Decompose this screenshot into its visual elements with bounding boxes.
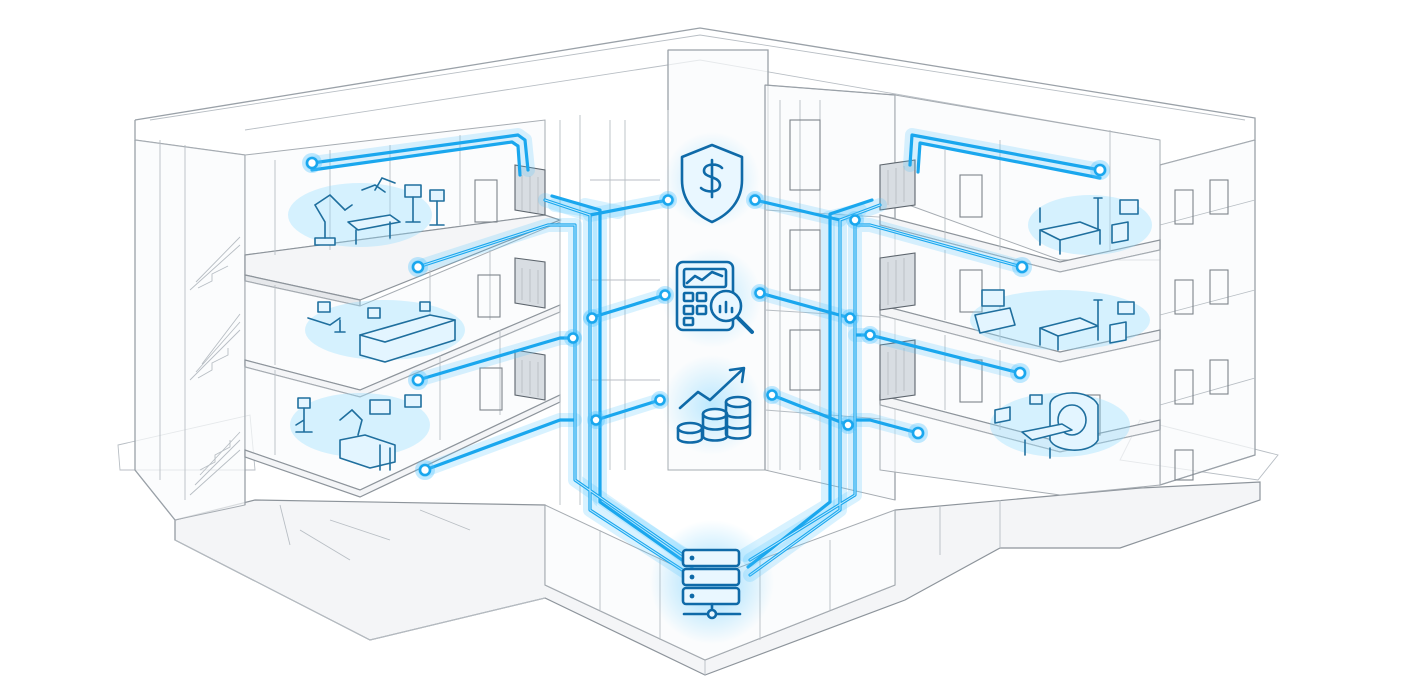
node-right-1 xyxy=(1090,160,1110,180)
right-windows xyxy=(1174,179,1229,481)
node-right-4 xyxy=(908,423,928,443)
hospital-bed-icon xyxy=(1028,195,1152,255)
network-lines xyxy=(305,128,1107,582)
left-floor-slabs xyxy=(244,119,562,561)
calculator-analytics-icon xyxy=(662,248,762,348)
node-left-3 xyxy=(408,370,428,390)
node-center-left-2 xyxy=(564,329,582,347)
node-left-4 xyxy=(415,460,435,480)
node-center-right-2 xyxy=(841,309,859,327)
lab-equipment-icon xyxy=(290,393,430,471)
reception-desk-icon xyxy=(305,300,465,363)
node-center-right-1 xyxy=(846,211,864,229)
shield-dollar-icon xyxy=(664,132,760,228)
server-network-icon xyxy=(650,520,774,644)
hospital-bed-monitor-icon xyxy=(970,289,1150,351)
hvac-units xyxy=(514,159,916,401)
mri-scanner-icon xyxy=(990,392,1130,459)
staircase xyxy=(189,236,241,496)
node-left-1 xyxy=(302,153,322,173)
node-center-right-7 xyxy=(763,386,781,404)
node-center-right-4 xyxy=(839,416,857,434)
node-center-right-3 xyxy=(861,326,879,344)
node-center-left-1 xyxy=(583,309,601,327)
surgical-robot-icon xyxy=(288,177,445,247)
node-right-2 xyxy=(1012,257,1032,277)
node-center-left-3 xyxy=(587,411,605,429)
coins-growth-icon xyxy=(662,355,762,455)
node-left-2 xyxy=(408,257,428,277)
node-right-3 xyxy=(1010,363,1030,383)
